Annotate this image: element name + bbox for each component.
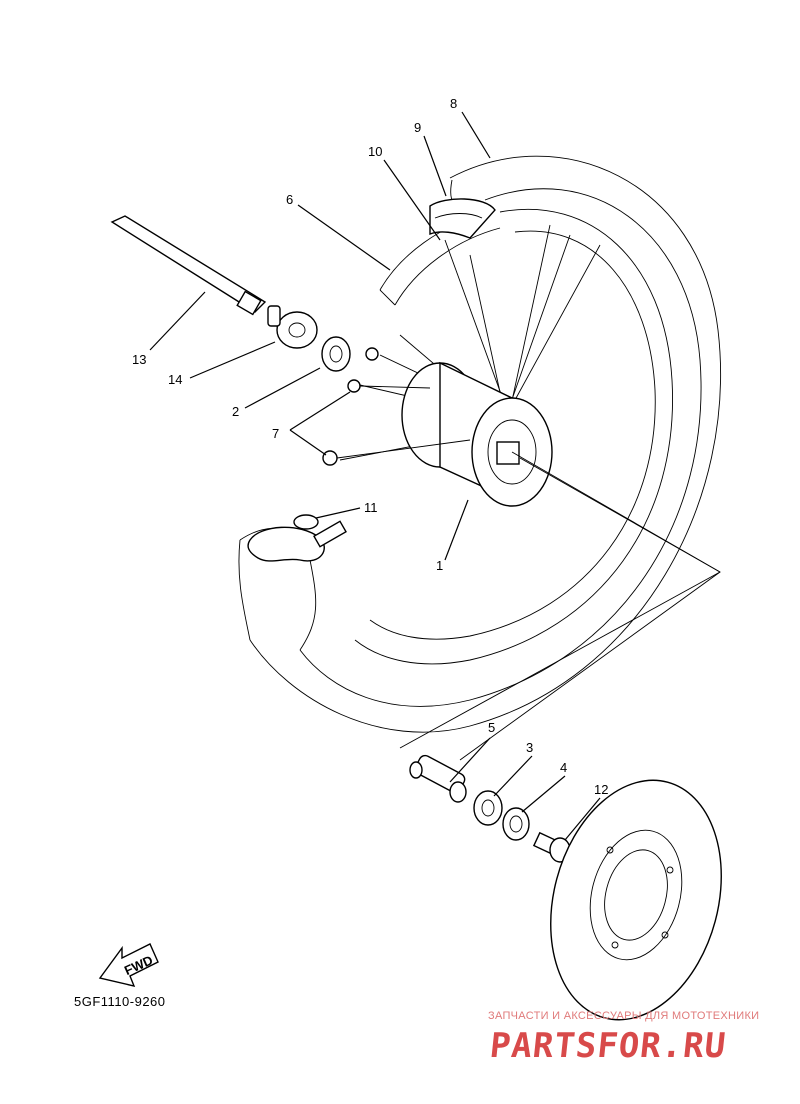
valve [247, 514, 347, 562]
callout-9: 9 [414, 120, 421, 135]
watermark-tagline: ЗАПЧАСТИ И АКСЕССУАРЫ ДЛЯ МОТОТЕХНИКИ [488, 1010, 760, 1022]
callout-13: 13 [132, 352, 146, 367]
watermark-logo: PARTSFOR.RU [487, 1026, 729, 1066]
fwd-arrow-icon: FWD [98, 943, 159, 987]
callout-7: 7 [272, 426, 279, 441]
callout-1: 1 [436, 558, 443, 573]
tire [238, 155, 722, 733]
bearing-left [321, 336, 351, 372]
spoke-nipples [322, 347, 471, 466]
callout-2: 2 [232, 404, 239, 419]
callout-14: 14 [168, 372, 182, 387]
axle [110, 215, 267, 316]
bolt [532, 831, 571, 863]
callout-3: 3 [526, 740, 533, 755]
rim-strip [429, 198, 496, 239]
callout-11: 11 [364, 500, 378, 515]
gear-unit [267, 305, 318, 349]
collar [409, 754, 467, 803]
callout-12: 12 [594, 782, 608, 797]
callout-10: 10 [368, 144, 382, 159]
callout-4: 4 [560, 760, 567, 775]
callout-5: 5 [488, 720, 495, 735]
brake-disc [550, 779, 722, 1021]
hub [401, 361, 721, 573]
leader-lines [149, 111, 601, 841]
part-code: 5GF1110-9260 [74, 994, 166, 1009]
oil-seal [502, 807, 530, 841]
callout-labels: 1 2 3 4 5 6 7 8 9 10 11 12 13 14 [132, 96, 608, 797]
callout-8: 8 [450, 96, 457, 111]
assembly-guides [399, 457, 721, 761]
bearing-right [473, 790, 503, 826]
callout-6: 6 [286, 192, 293, 207]
